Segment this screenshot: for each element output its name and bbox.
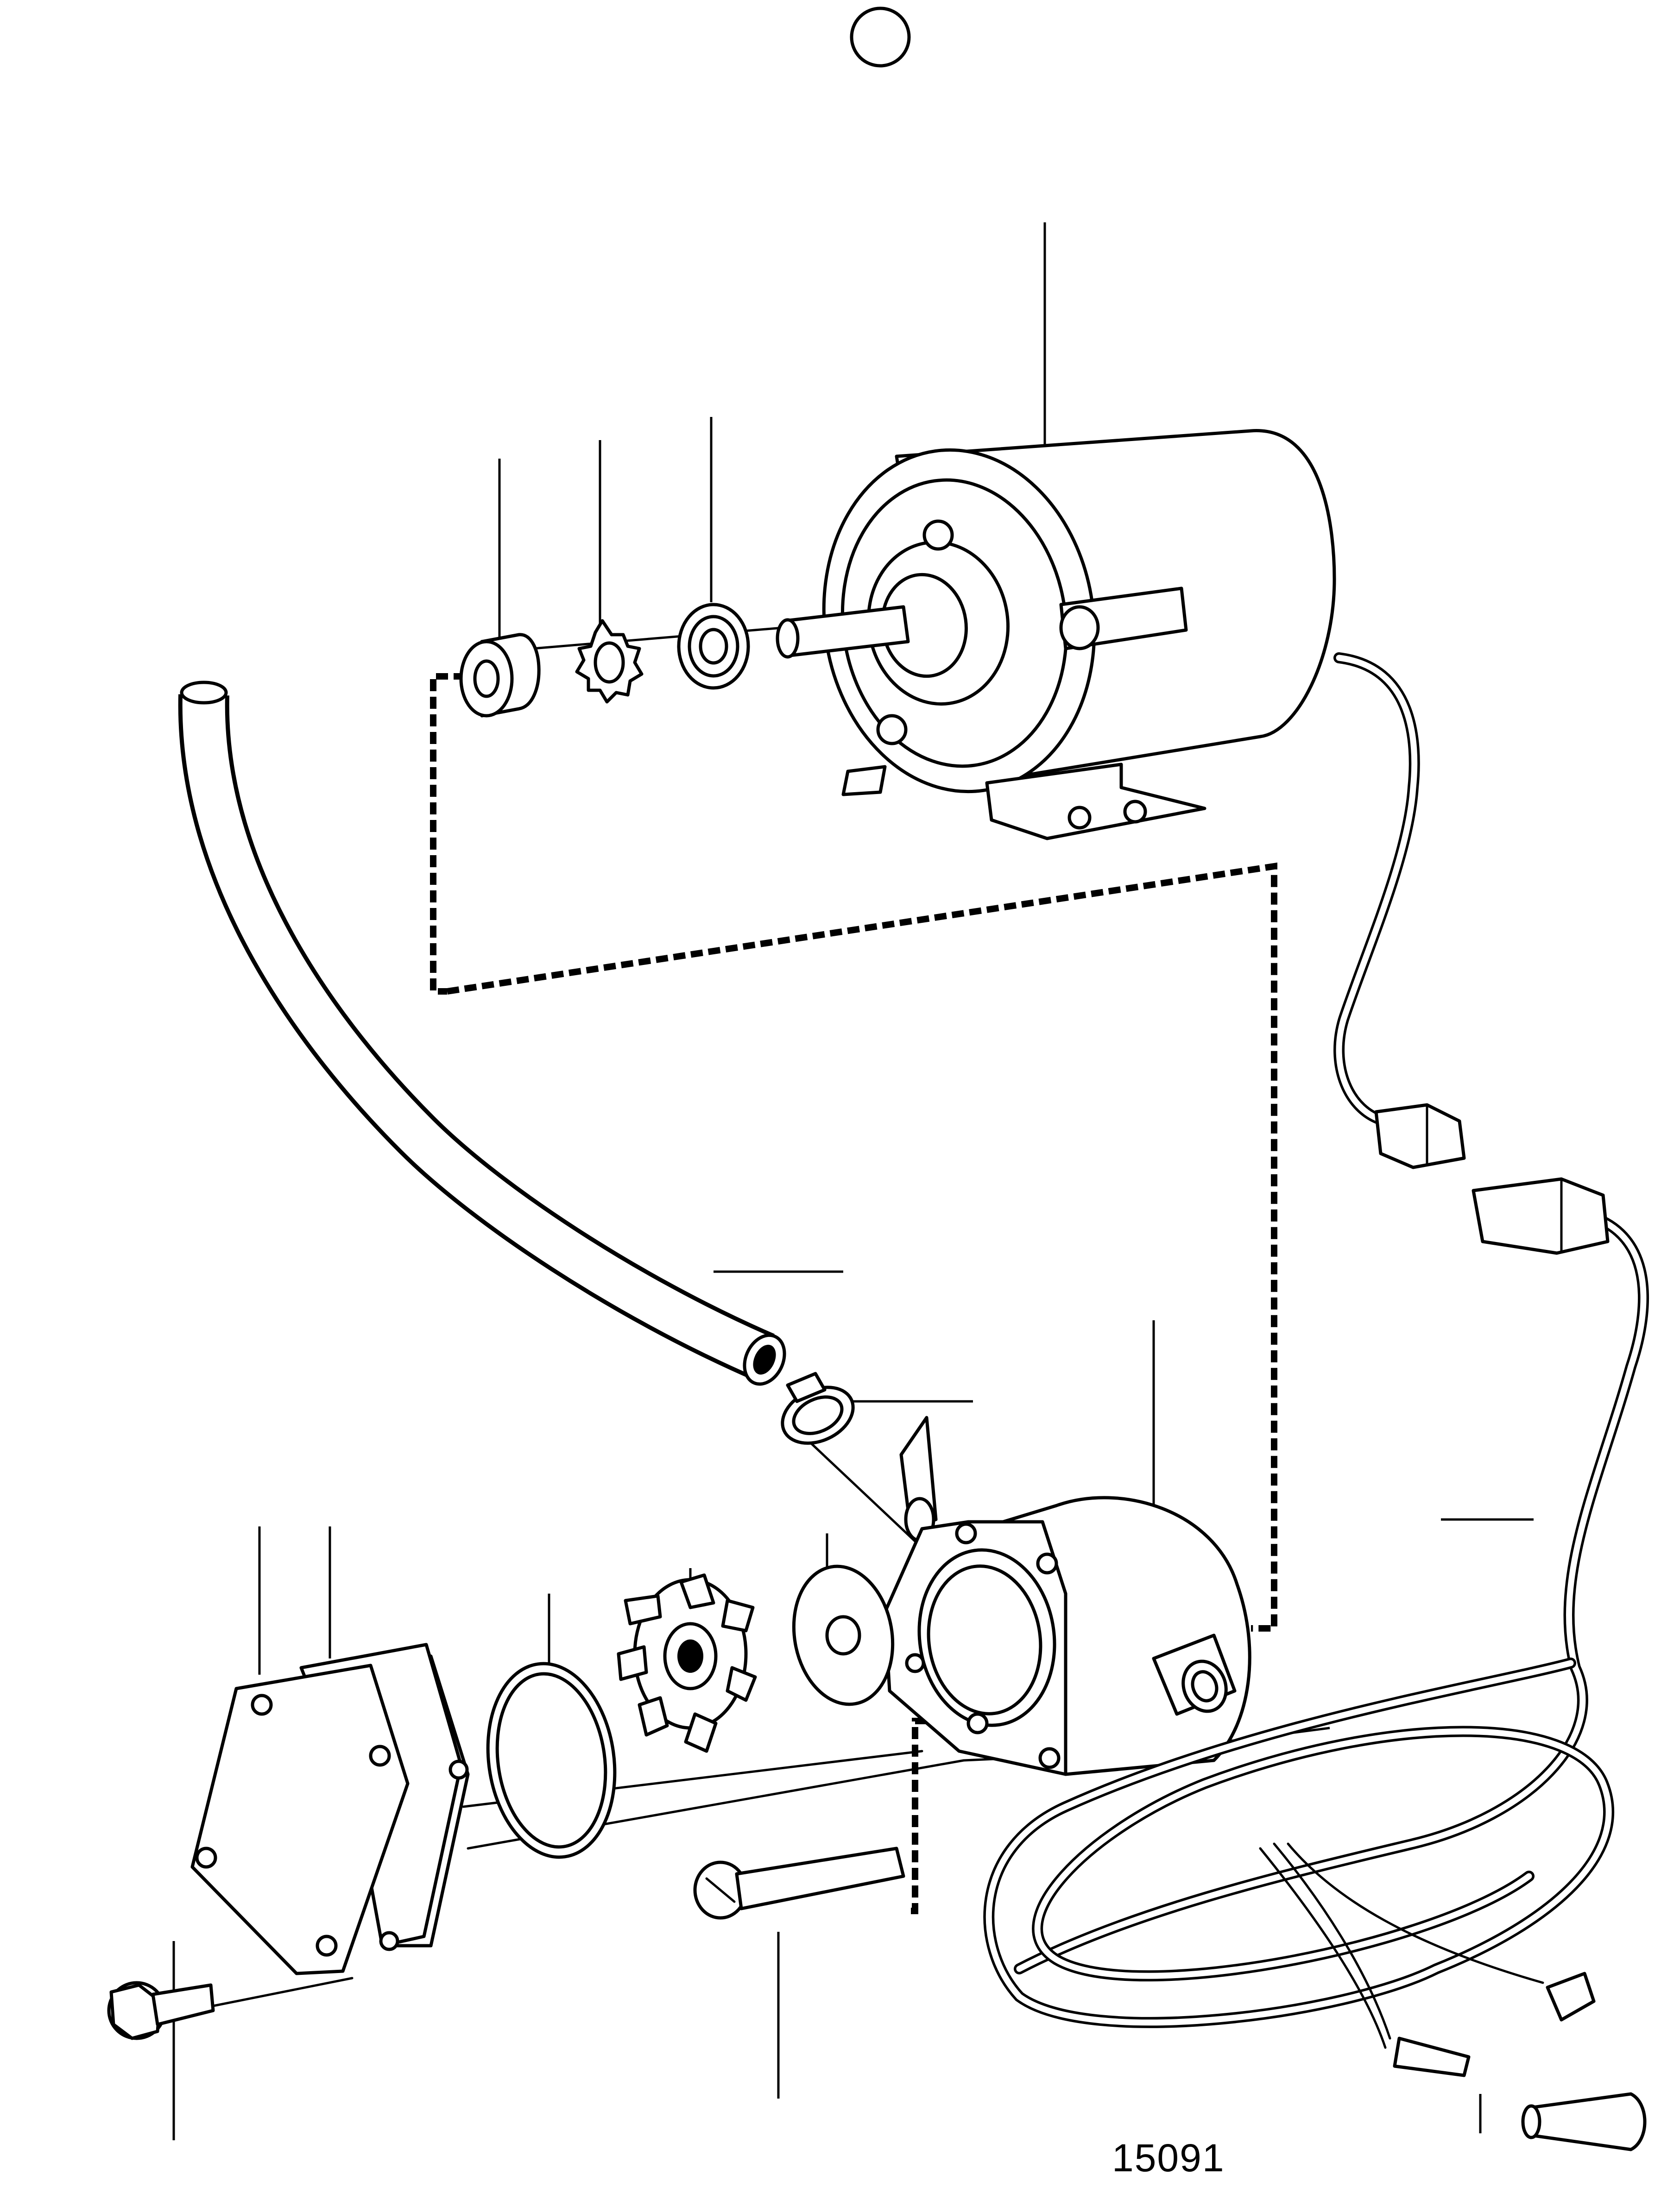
oil-seal-icon	[459, 633, 541, 718]
slotted-screw-icon	[693, 1847, 905, 1920]
wiring-harness-icon	[983, 652, 1649, 2049]
figure-number: 15091	[1112, 2136, 1225, 2180]
cable-connector-icon	[1374, 1103, 1610, 1255]
drive-spider-icon	[575, 619, 644, 704]
hex-screw-icon	[107, 1981, 215, 2040]
electric-motor-icon	[776, 429, 1336, 840]
pump-housing-icon	[883, 1416, 1251, 1776]
o-ring-icon	[486, 1662, 617, 1859]
wear-plate-icon	[792, 1564, 895, 1706]
reference-circle	[850, 6, 911, 68]
ball-bearing-icon	[677, 603, 750, 690]
hose-clamp-icon	[781, 1372, 855, 1445]
terminal-boot-icon	[1393, 1972, 1647, 2151]
hose-icon	[178, 681, 786, 1386]
dashed-assembly-lines	[430, 673, 1277, 1914]
cover-plate-icon	[190, 1664, 410, 1975]
impeller-icon	[617, 1573, 757, 1753]
